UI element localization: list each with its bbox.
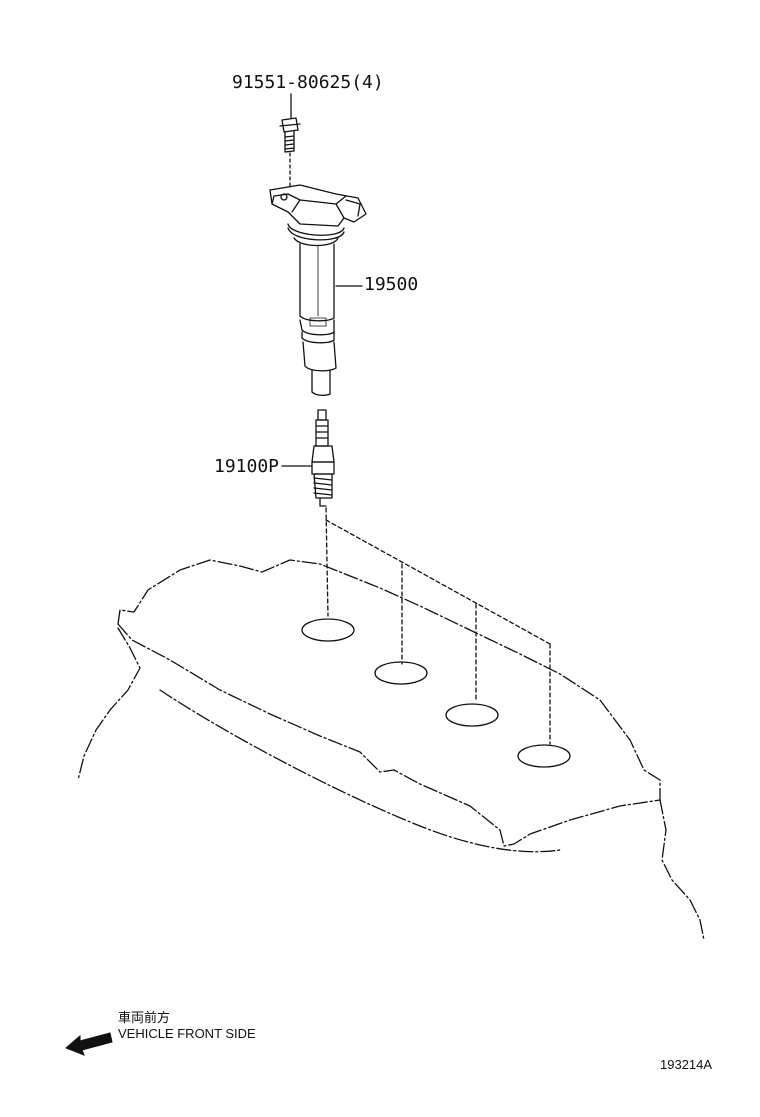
plug-hole-3 <box>445 703 499 727</box>
plug-part-number: 19100P <box>214 456 280 477</box>
spark-plug-part <box>311 409 335 507</box>
vehicle-front-japanese: 車両前方 <box>118 1010 171 1025</box>
plug-hole-2 <box>374 661 428 685</box>
vehicle-front-arrow-icon <box>65 1032 113 1056</box>
bolt-part-number: 91551-80625(4) <box>232 72 384 93</box>
illustration-number: 193214A <box>660 1057 713 1072</box>
vehicle-front-english: VEHICLE FRONT SIDE <box>118 1026 256 1041</box>
coil-part-number: 19500 <box>364 274 419 295</box>
plug-hole-4 <box>517 744 571 768</box>
plug-hole-1 <box>301 618 355 642</box>
bolt-part <box>279 117 301 153</box>
assembly-dashed-lines <box>325 507 551 745</box>
ignition-coil-part <box>269 184 367 396</box>
cylinder-head-outline <box>77 559 705 941</box>
